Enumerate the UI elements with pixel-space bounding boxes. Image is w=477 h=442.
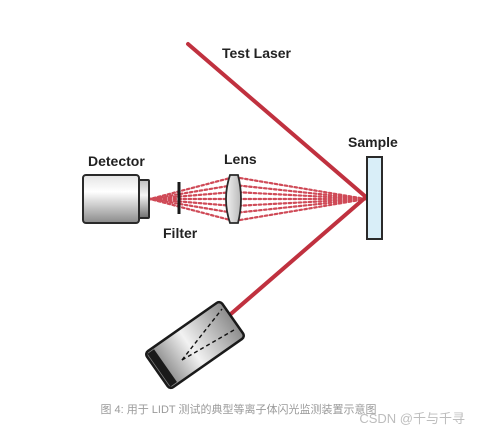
detector-cap (138, 179, 150, 219)
figure-caption: 图 4: 用于 LIDT 测试的典型等离子体闪光监测装置示意图 (100, 404, 377, 416)
label-lens: Lens (224, 151, 257, 167)
label-test-laser: Test Laser (222, 45, 292, 61)
monitor-camera-body (145, 300, 245, 390)
sample-plate (366, 156, 383, 240)
plasma-light-cone (148, 175, 368, 223)
camera-view-line-2 (181, 329, 235, 361)
label-sample: Sample (348, 134, 398, 150)
detector (82, 174, 150, 224)
watermark: CSDN @千与千寻 (359, 411, 465, 426)
label-detector: Detector (88, 153, 145, 169)
detector-body (82, 174, 140, 224)
monitor-camera (145, 300, 245, 390)
monitor-camera-lens-ring (147, 349, 177, 387)
label-filter: Filter (163, 225, 198, 241)
lens (225, 174, 242, 224)
test-laser-beam-incoming (186, 42, 368, 199)
camera-view-line-1 (181, 308, 223, 361)
